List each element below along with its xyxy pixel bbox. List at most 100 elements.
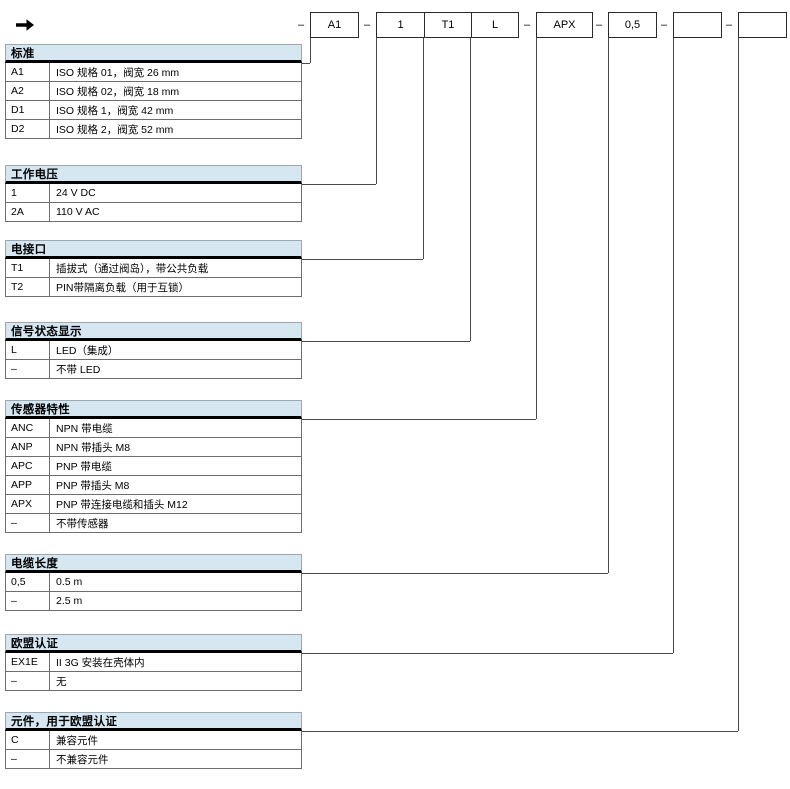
option-description: NPN 带插头 M8: [56, 441, 131, 454]
connector-horizontal: [302, 573, 608, 574]
option-row: D2 ISO 规格 2，阀宽 52 mm: [5, 120, 302, 139]
option-code: APX: [6, 495, 50, 513]
connector-vertical: [608, 38, 609, 573]
option-row: A2 ISO 规格 02，阀宽 18 mm: [5, 82, 302, 101]
option-description: 无: [56, 675, 67, 688]
connector-vertical: [536, 38, 537, 419]
option-row: 2A 110 V AC: [5, 203, 302, 222]
option-code: D2: [6, 120, 50, 138]
code-group-4[interactable]: 0,5: [608, 12, 657, 38]
connector-vertical: [310, 38, 311, 63]
option-description: 24 V DC: [56, 187, 96, 199]
option-description: PNP 带插头 M8: [56, 479, 130, 492]
connector-vertical: [738, 38, 739, 731]
option-code: L: [6, 341, 50, 359]
option-code: C: [6, 731, 50, 749]
option-row: 1 24 V DC: [5, 184, 302, 203]
option-row: –不带 LED: [5, 360, 302, 379]
option-description: 110 V AC: [56, 206, 100, 218]
option-code: A1: [6, 63, 50, 81]
option-description: ISO 规格 2，阀宽 52 mm: [56, 123, 174, 136]
option-description: 不兼容元件: [56, 753, 109, 766]
code-group-1[interactable]: A1: [310, 12, 359, 38]
option-description: 2.5 m: [56, 595, 83, 607]
option-row: –不带传感器: [5, 514, 302, 533]
option-code: –: [6, 592, 50, 610]
option-row: T1 插拔式（通过阀岛），带公共负载: [5, 259, 302, 278]
option-code: 2A: [6, 203, 50, 221]
code-group-3[interactable]: APX: [536, 12, 593, 38]
code-cell[interactable]: T1: [424, 13, 471, 37]
option-description: 插拔式（通过阀岛），带公共负载: [56, 262, 209, 275]
option-description: 不带 LED: [56, 363, 101, 376]
option-table-title: 电缆长度: [5, 554, 302, 573]
option-code: APC: [6, 457, 50, 475]
option-row: EX1E II 3G 安装在壳体内: [5, 653, 302, 672]
option-description: ISO 规格 02，阀宽 18 mm: [56, 85, 180, 98]
code-cell[interactable]: 1: [397, 18, 404, 31]
option-code: T1: [6, 259, 50, 277]
connector-horizontal: [302, 653, 673, 654]
option-description: NPN 带电缆: [56, 422, 113, 435]
option-table-title: 工作电压: [5, 165, 302, 184]
connector-vertical: [470, 38, 471, 341]
option-description: PNP 带电缆: [56, 460, 112, 473]
option-description: ISO 规格 1，阀宽 42 mm: [56, 104, 174, 117]
code-separator-dash: –: [297, 19, 305, 31]
option-description: PIN带隔离负载（用于互锁）: [56, 281, 190, 294]
option-row: APC PNP 带电缆: [5, 457, 302, 476]
option-code: A2: [6, 82, 50, 100]
connector-vertical: [423, 38, 424, 259]
code-cell[interactable]: L: [471, 13, 518, 37]
option-code: 0,5: [6, 573, 50, 591]
code-cell[interactable]: [739, 13, 786, 37]
connector-vertical: [673, 38, 674, 653]
code-separator-dash: –: [523, 19, 531, 31]
code-cell[interactable]: [674, 13, 721, 37]
code-cell[interactable]: 0,5: [624, 18, 641, 31]
arrow-right-icon: [14, 14, 36, 36]
option-code: ANC: [6, 419, 50, 437]
option-description: II 3G 安装在壳体内: [56, 656, 145, 669]
option-description: 0.5 m: [56, 576, 83, 588]
option-row: –无: [5, 672, 302, 691]
connector-horizontal: [302, 63, 310, 64]
code-cell[interactable]: A1: [327, 18, 342, 31]
option-description: LED（集成）: [56, 344, 119, 357]
option-table-title: 欧盟认证: [5, 634, 302, 653]
option-row: –2.5 m: [5, 592, 302, 611]
option-table-title: 标准: [5, 44, 302, 63]
code-group-5[interactable]: [673, 12, 722, 38]
code-separator-dash: –: [595, 19, 603, 31]
option-code: D1: [6, 101, 50, 119]
option-row: –不兼容元件: [5, 750, 302, 769]
option-description: 兼容元件: [56, 734, 98, 747]
connector-horizontal: [302, 184, 376, 185]
option-code: EX1E: [6, 653, 50, 671]
option-table-title: 信号状态显示: [5, 322, 302, 341]
option-code: –: [6, 672, 50, 690]
connector-horizontal: [302, 419, 536, 420]
option-row: C 兼容元件: [5, 731, 302, 750]
option-table-title: 元件，用于欧盟认证: [5, 712, 302, 731]
code-group-6[interactable]: [738, 12, 787, 38]
option-code: 1: [6, 184, 50, 202]
option-description: 不带传感器: [56, 517, 109, 530]
code-cell[interactable]: APX: [553, 18, 576, 31]
option-row: L LED（集成）: [5, 341, 302, 360]
connector-horizontal: [302, 259, 423, 260]
